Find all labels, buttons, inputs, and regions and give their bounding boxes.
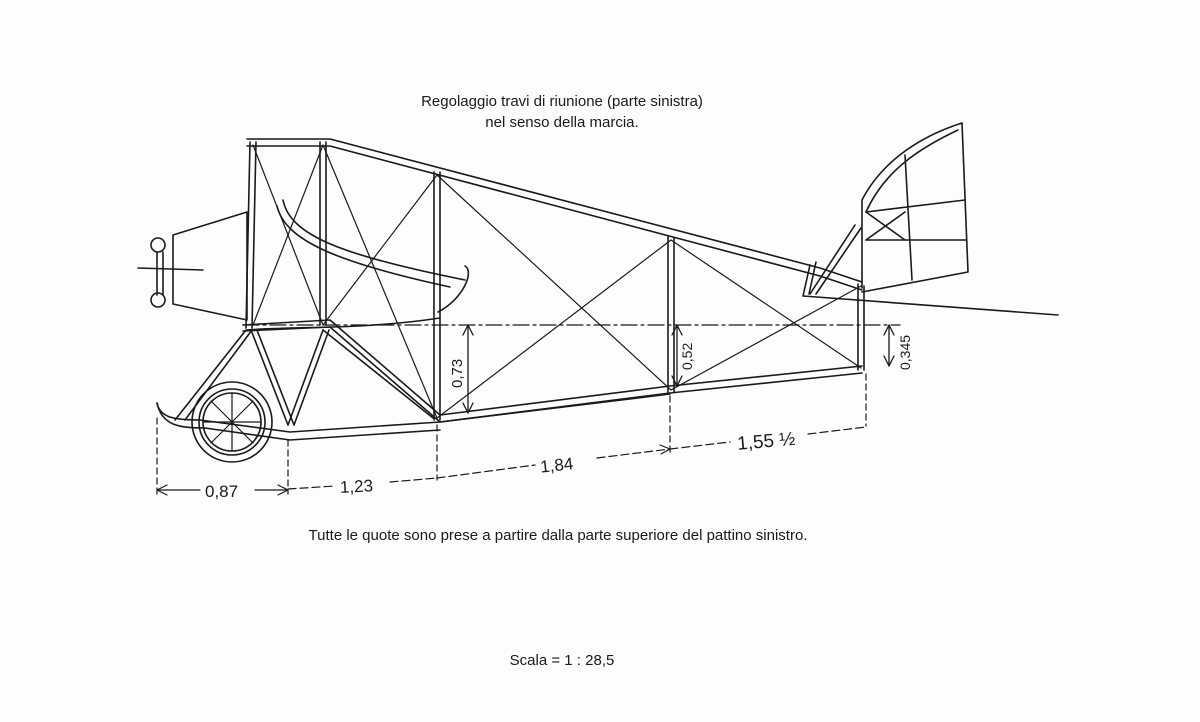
dim-label-0-87: 0,87: [205, 482, 238, 501]
dim-label-0-73: 0,73: [449, 359, 466, 388]
dim-label-1-23: 1,23: [339, 476, 373, 497]
dim-label-0-52: 0,52: [679, 343, 695, 370]
skid: [156, 393, 671, 441]
cockpit-frame: [246, 199, 470, 331]
drawing-title-line-2: nel senso della marcia.: [485, 114, 639, 131]
dim-label-0-345: 0,345: [897, 335, 913, 370]
horizontal-dimension-lines: [156, 373, 867, 496]
vertical-dimension-lines: [462, 324, 895, 414]
cross-bracing: [252, 144, 862, 419]
drawing-title-line-1: Regolaggio travi di riunione (parte sini…: [421, 93, 703, 110]
tailplane: [802, 224, 1059, 316]
upper-longeron: [246, 138, 863, 291]
landing-gear: [174, 329, 434, 426]
lower-longeron: [242, 319, 863, 423]
tail-rudder: [861, 122, 969, 293]
dimension-note: Tutte le quote sono prese a partire dall…: [308, 527, 808, 544]
dim-label-1-55-half: 1,55 ½: [736, 429, 796, 455]
engine-cowling: [172, 211, 248, 321]
dim-label-1-84: 1,84: [539, 454, 574, 476]
scale-label: Scala = 1 : 28,5: [509, 652, 615, 669]
wheel: [191, 381, 273, 463]
propeller: [137, 237, 204, 308]
